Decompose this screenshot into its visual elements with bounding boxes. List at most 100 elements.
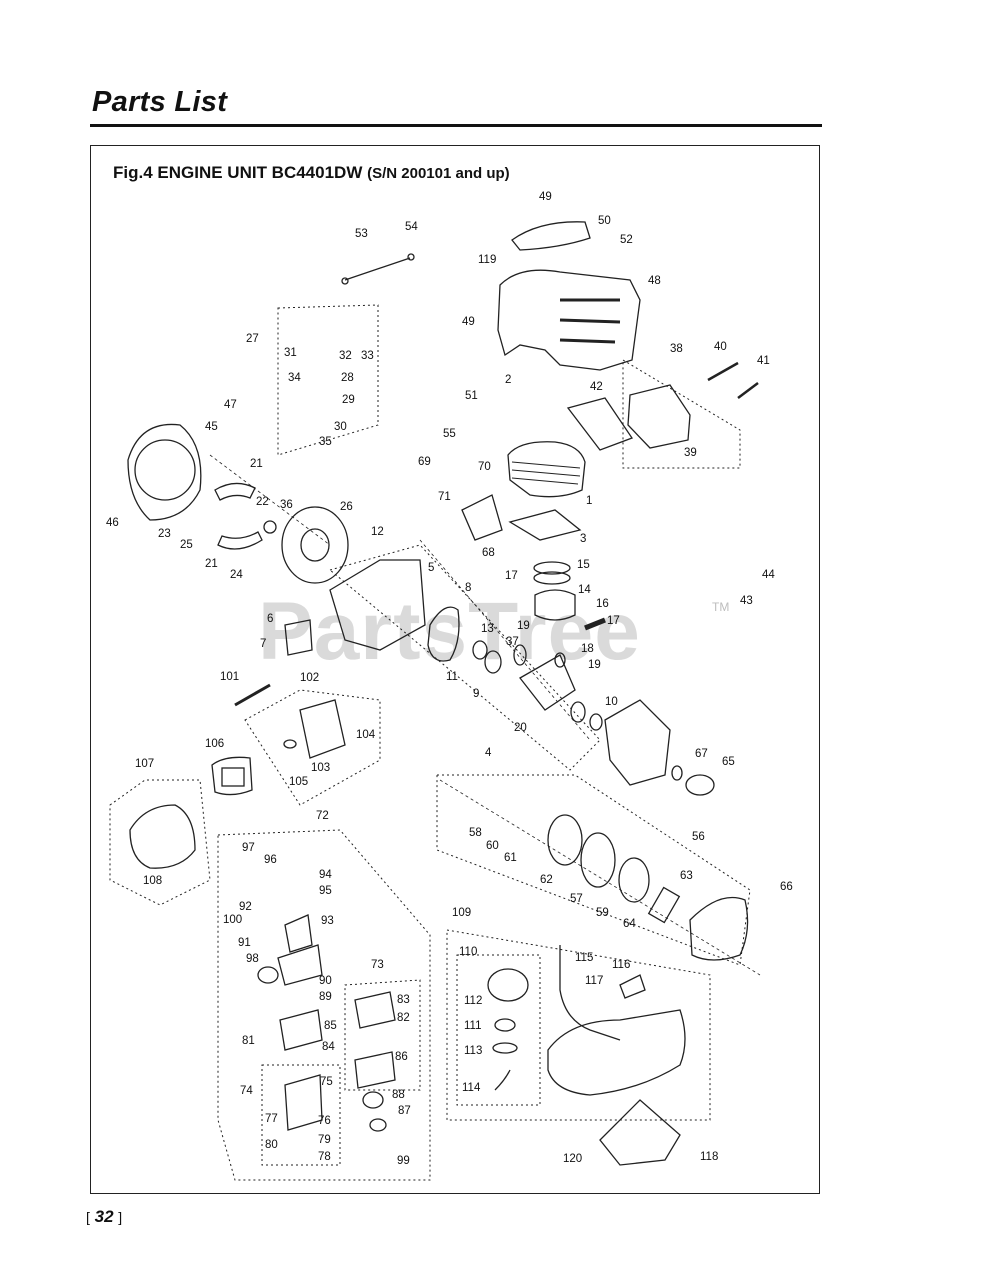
- callout: 75: [320, 1076, 333, 1088]
- part-45-fan-housing: [127, 423, 202, 521]
- callout: 39: [684, 447, 697, 459]
- part-56-starter-case: [689, 896, 749, 961]
- part-65-ring: [685, 774, 715, 796]
- part-53-end: [341, 277, 349, 285]
- callout: 62: [540, 874, 553, 886]
- group-box-74: [261, 1064, 341, 1166]
- callout: 67: [695, 748, 708, 760]
- part-83-plate: [354, 991, 396, 1029]
- part-6-plate: [284, 619, 313, 656]
- group-box-109: [446, 929, 711, 1121]
- part-3-base-gasket: [508, 509, 582, 541]
- callout: 22: [256, 496, 269, 508]
- part-10-bearing: [570, 701, 586, 723]
- group-box-110: [456, 954, 541, 1106]
- part-38-muffler: [627, 384, 691, 449]
- callout: 44: [762, 569, 775, 581]
- callout: 77: [265, 1113, 278, 1125]
- callout: 113: [464, 1045, 482, 1057]
- callout: 72: [316, 810, 329, 822]
- callout: 41: [757, 355, 770, 367]
- part-67-washer: [671, 765, 683, 781]
- callout: 84: [322, 1041, 335, 1053]
- callout: 66: [780, 881, 793, 893]
- callout: 57: [570, 893, 583, 905]
- callout: 55: [443, 428, 456, 440]
- part-40-bolt: [707, 361, 739, 382]
- callout: 88: [392, 1089, 405, 1101]
- callout: 11: [446, 671, 458, 683]
- group-box-72: [217, 829, 431, 1181]
- callout: 68: [482, 547, 495, 559]
- callout: 52: [620, 234, 633, 246]
- group-box-73: [344, 979, 421, 1091]
- callout: 89: [319, 991, 332, 1003]
- callout: 46: [106, 517, 119, 529]
- part-98-gasket: [257, 966, 279, 984]
- callout: 9: [473, 688, 479, 700]
- group-box-38: [622, 359, 741, 469]
- callout: 4: [485, 747, 492, 759]
- part-42-gasket: [566, 397, 633, 451]
- callout: 96: [264, 854, 277, 866]
- callout: 43: [740, 595, 753, 607]
- callout: 100: [223, 914, 242, 926]
- callout: 111: [464, 1020, 481, 1032]
- callout: 81: [242, 1035, 255, 1047]
- figure-title-main: Fig.4 ENGINE UNIT BC4401DW: [113, 163, 363, 182]
- callout: 25: [180, 539, 193, 551]
- callout: 45: [205, 421, 218, 433]
- part-1-cylinder: [507, 441, 586, 498]
- callout: 60: [486, 840, 499, 852]
- callout: 15: [577, 559, 590, 571]
- part-50-top-cover: [511, 221, 591, 251]
- callout: 98: [246, 953, 259, 965]
- callout: 101: [220, 671, 239, 683]
- callout: 38: [670, 343, 683, 355]
- part-18-bearing: [554, 652, 566, 668]
- figure-title-sn: (S/N 200101 and up): [367, 165, 510, 182]
- callout: 8: [465, 582, 471, 594]
- callout: 119: [478, 254, 496, 266]
- part-93-carburetor-body: [284, 914, 313, 953]
- callout: 47: [224, 399, 237, 411]
- callout: 5: [428, 562, 434, 574]
- callout: 59: [596, 907, 609, 919]
- callout: 110: [459, 946, 477, 958]
- callout: 51: [465, 390, 478, 402]
- part-41-bolt: [737, 382, 759, 399]
- callout: 36: [280, 499, 293, 511]
- callout: 49: [462, 316, 475, 328]
- part-26-flywheel: [281, 506, 349, 584]
- part-8-gasket: [427, 606, 460, 662]
- part-116-vent: [619, 974, 646, 999]
- callout: 74: [240, 1085, 253, 1097]
- part-68-insulator: [461, 494, 503, 541]
- part-4-crankcase: [329, 559, 426, 651]
- part-20-crankshaft: [519, 654, 576, 711]
- callout: 69: [418, 456, 431, 468]
- callout: 118: [700, 1151, 718, 1163]
- callout: 50: [598, 215, 611, 227]
- callout: 103: [311, 762, 330, 774]
- part-14-piston: [534, 589, 576, 621]
- callout: 34: [288, 372, 301, 384]
- part-11-bearing: [484, 650, 502, 674]
- callout: 31: [284, 347, 297, 359]
- part-107-cover: [129, 804, 196, 869]
- page-number-value: 32: [94, 1207, 114, 1226]
- callout: 19: [588, 659, 601, 671]
- callout: 79: [318, 1134, 331, 1146]
- callout: 16: [596, 598, 609, 610]
- part-15-ring: [533, 561, 571, 575]
- part-113-gasket: [492, 1042, 518, 1054]
- part-75-cover: [284, 1074, 323, 1131]
- callout: 80: [265, 1139, 278, 1151]
- part-9-bearing: [513, 644, 527, 666]
- callout: 94: [319, 869, 332, 881]
- callout: 17: [607, 615, 620, 627]
- callout: 24: [230, 569, 243, 581]
- part-36-washer: [263, 520, 277, 534]
- callout: 10: [605, 696, 618, 708]
- callout: 115: [575, 952, 593, 964]
